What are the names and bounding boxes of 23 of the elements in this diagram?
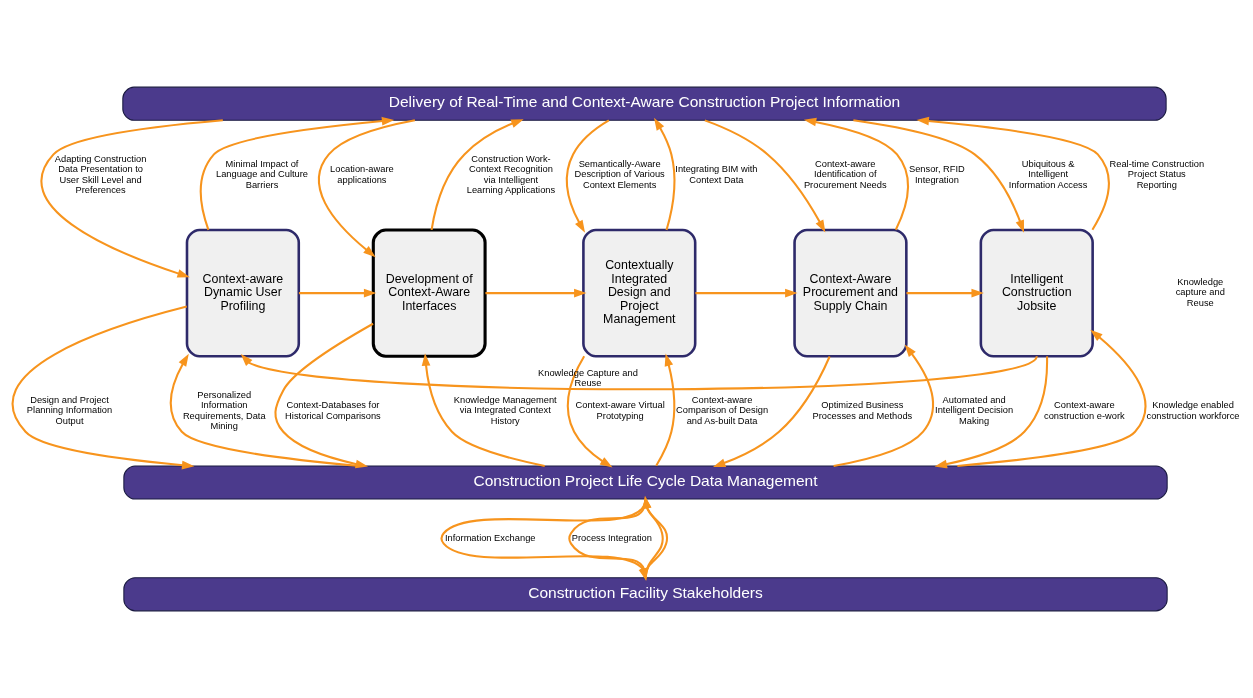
edge-label: Context-aware construction e-work (1044, 400, 1125, 421)
edge-label: Minimal Impact of Language and Culture Barriers (216, 159, 309, 190)
edge-label: Information Exchange (445, 532, 536, 543)
edge-label: Context-Databases for Historical Comparisons (285, 400, 381, 421)
edge-label: Adapting Construction Data Presentation to User Skill Level and Preferences (54, 153, 147, 195)
edge-label: Personalized Information Requirements, Data Mining (182, 389, 266, 431)
edge-label: Context-aware Identification of Procurement Needs (803, 159, 887, 190)
edge-label: Design and Project Planning Information Output (26, 395, 113, 426)
edge-label: Location-aware applications (330, 164, 394, 185)
edge-label: Real-time Construction Project Status Reporting (1109, 159, 1205, 190)
edge-label: Knowledge Management via Integrated Context History (453, 395, 557, 426)
edge-label: Context-aware Virtual Prototyping (575, 400, 665, 421)
edge-label: Context-aware Comparison of Design and As-built Data (676, 395, 769, 426)
edge-label: Sensor, RFID Integration (908, 164, 965, 185)
edge-label: Knowledge enabled construction workforce (1146, 400, 1240, 421)
edge-label: Optimized Business Processes and Methods (812, 400, 913, 421)
edge-label: Ubiquitous & Intelligent Information Access (1008, 159, 1088, 190)
edge-label: Construction Work-Context Recognition via Intelligent Learning Applications (466, 153, 556, 195)
edge-label: Semantically-Aware Description of Various Context Elements (574, 159, 665, 190)
label: Knowledge capture and Reuse (1175, 277, 1225, 308)
edge-label: Integrating BIM with Context Data (675, 164, 758, 185)
edge-label: Process Integration (571, 532, 652, 543)
edge-label: Automated and Intelligent Decision Making (935, 395, 1014, 426)
